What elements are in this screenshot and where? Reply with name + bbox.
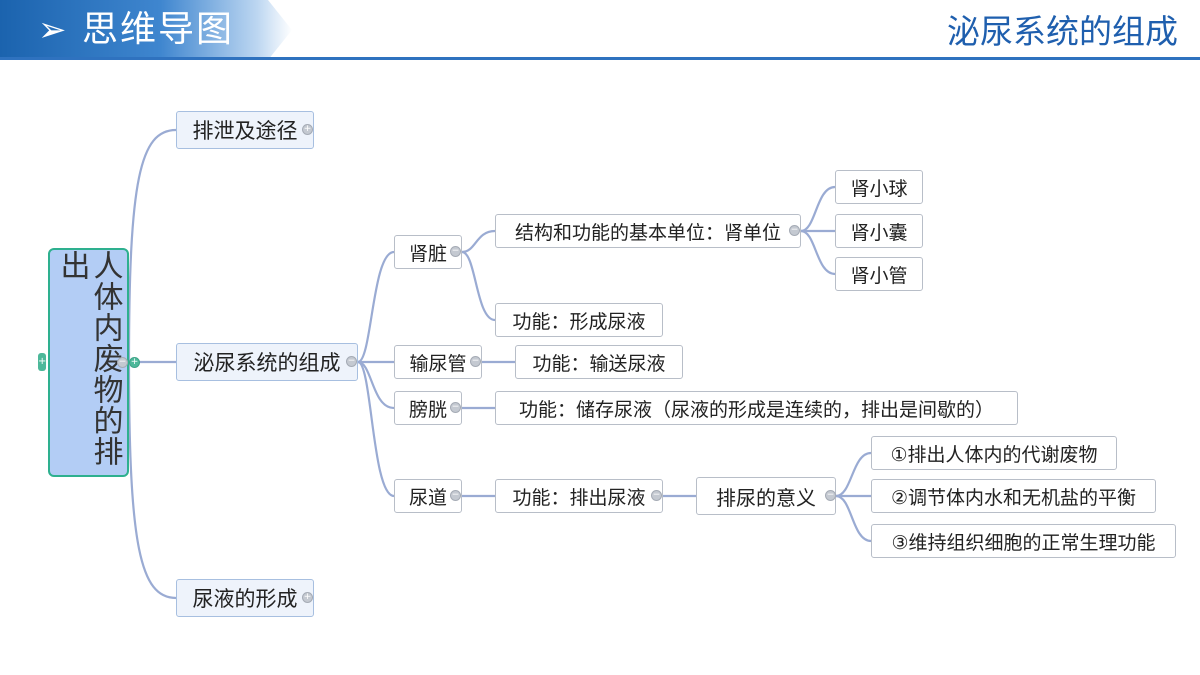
- node-significance-point-2[interactable]: ②调节体内水和无机盐的平衡: [871, 479, 1156, 513]
- node-kidney[interactable]: 肾脏: [394, 235, 462, 269]
- page-title: 泌尿系统的组成: [947, 12, 1178, 51]
- branch-urinary-system[interactable]: 泌尿系统的组成: [176, 343, 358, 381]
- connector-urinary-bladder: [356, 360, 396, 410]
- connector-root-excretion: [127, 128, 178, 364]
- collapse-nephron-toggle[interactable]: −: [789, 225, 800, 236]
- node-significance-point-1[interactable]: ①排出人体内的代谢废物: [871, 436, 1117, 470]
- collapse-urethra-toggle[interactable]: −: [450, 490, 461, 501]
- node-significance-point-3[interactable]: ③维持组织细胞的正常生理功能: [871, 524, 1176, 558]
- collapse-urethra-function-toggle[interactable]: −: [651, 490, 662, 501]
- connector-significance-point1: [834, 451, 873, 498]
- connector-kidney-function: [460, 250, 497, 322]
- expand-excretion-toggle[interactable]: +: [302, 124, 313, 135]
- node-renal-tubule[interactable]: 肾小管: [835, 257, 923, 291]
- collapse-bladder-toggle[interactable]: −: [450, 402, 461, 413]
- connector-root-formation: [127, 360, 178, 600]
- connector-urinary-kidney: [356, 250, 396, 364]
- expand-left-tab[interactable]: +: [38, 353, 46, 371]
- header-divider: [0, 57, 1200, 60]
- connector-urinary-urethra: [356, 360, 396, 498]
- arrow-icon: ➢: [38, 10, 67, 50]
- connector-unit-glomerulus: [799, 185, 837, 233]
- node-ureter-function[interactable]: 功能：输送尿液: [515, 345, 683, 379]
- branch-urine-formation[interactable]: 尿液的形成: [176, 579, 314, 617]
- expand-formation-toggle[interactable]: +: [302, 592, 313, 603]
- node-urination-significance[interactable]: 排尿的意义: [696, 477, 836, 515]
- collapse-urinary-toggle[interactable]: −: [346, 356, 357, 367]
- node-renal-capsule[interactable]: 肾小囊: [835, 214, 923, 248]
- node-urethra[interactable]: 尿道: [394, 479, 462, 513]
- node-bladder-function[interactable]: 功能：储存尿液（尿液的形成是连续的，排出是间歇的）: [495, 391, 1018, 425]
- connector-significance-point3: [834, 494, 873, 543]
- connector-unit-tubule: [799, 229, 837, 276]
- node-glomerulus[interactable]: 肾小球: [835, 170, 923, 204]
- node-nephron-unit[interactable]: 结构和功能的基本单位：肾单位: [495, 214, 801, 248]
- node-kidney-function[interactable]: 功能：形成尿液: [495, 303, 663, 337]
- node-urethra-function[interactable]: 功能：排出尿液: [495, 479, 663, 513]
- collapse-root-toggle[interactable]: −: [117, 357, 128, 368]
- root-node[interactable]: 人体内废物的排出: [48, 248, 129, 477]
- branch-excretion[interactable]: 排泄及途径: [176, 111, 314, 149]
- header-title: 思维导图: [82, 9, 235, 50]
- collapse-significance-toggle[interactable]: −: [825, 490, 836, 501]
- collapse-kidney-toggle[interactable]: −: [450, 246, 461, 257]
- header-banner: [0, 0, 292, 60]
- collapse-ureter-toggle[interactable]: −: [470, 356, 481, 367]
- node-ureter[interactable]: 输尿管: [394, 345, 482, 379]
- expand-root-toggle[interactable]: +: [129, 357, 140, 368]
- connector-kidney-unit: [460, 229, 497, 254]
